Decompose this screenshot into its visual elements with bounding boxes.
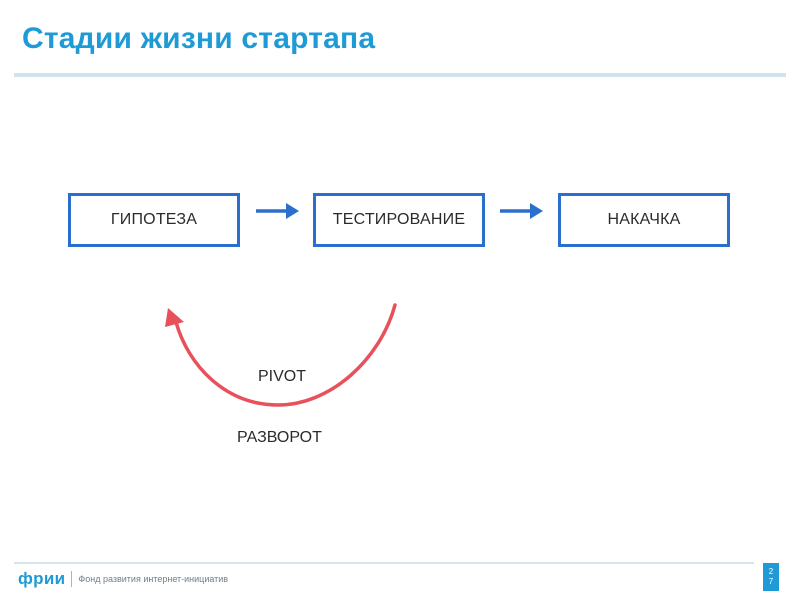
curved-return-arrow-icon	[165, 303, 397, 407]
stage-box-pumping: НАКАЧКА	[558, 193, 730, 247]
page-digit-2: 7	[768, 577, 774, 586]
stage-label-pumping: НАКАЧКА	[607, 211, 681, 228]
slide-title: Стадии жизни стартапа	[22, 22, 376, 55]
pivot-label: PIVOT	[258, 368, 307, 385]
razvorot-label: РАЗВОРОТ	[237, 429, 322, 446]
stage-box-hypothesis: ГИПОТЕЗА	[68, 193, 240, 247]
footer-text: Фонд развития интернет-инициатив	[78, 574, 229, 584]
page-number-badge: 2 7	[763, 563, 779, 591]
title-divider	[14, 73, 786, 77]
arrow-right-icon	[256, 203, 299, 219]
page-digit-1: 2	[768, 567, 774, 576]
footer-divider	[14, 562, 754, 564]
stage-box-testing: ТЕСТИРОВАНИЕ	[313, 193, 485, 247]
stage-label-hypothesis: ГИПОТЕЗА	[110, 211, 198, 228]
footer-separator	[71, 571, 73, 587]
arrow-right-icon	[500, 203, 543, 219]
frii-logo: фрии	[18, 569, 66, 588]
footer: фрии Фонд развития интернет-инициатив	[18, 568, 228, 590]
stage-label-testing: ТЕСТИРОВАНИЕ	[332, 211, 466, 228]
